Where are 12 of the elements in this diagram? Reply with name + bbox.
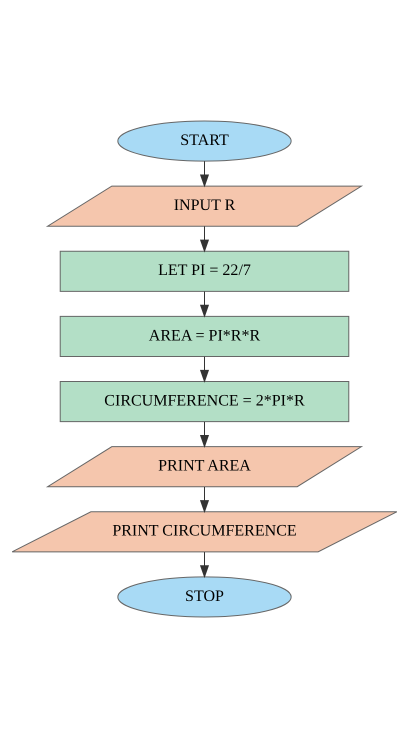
node-ellipse: START — [117, 120, 292, 162]
arrow — [200, 291, 210, 318]
node-box: AREA = PI*R*R — [60, 316, 350, 357]
node-box: CIRCUMFERENCE = 2*PI*R — [60, 381, 350, 422]
arrow — [200, 552, 210, 578]
arrow — [200, 421, 210, 448]
arrow — [200, 226, 210, 253]
arrow — [200, 356, 210, 383]
node-ellipse: STOP — [117, 576, 292, 618]
arrow — [200, 486, 210, 514]
node-box: LET PI = 22/7 — [60, 250, 350, 292]
arrow — [200, 160, 210, 188]
